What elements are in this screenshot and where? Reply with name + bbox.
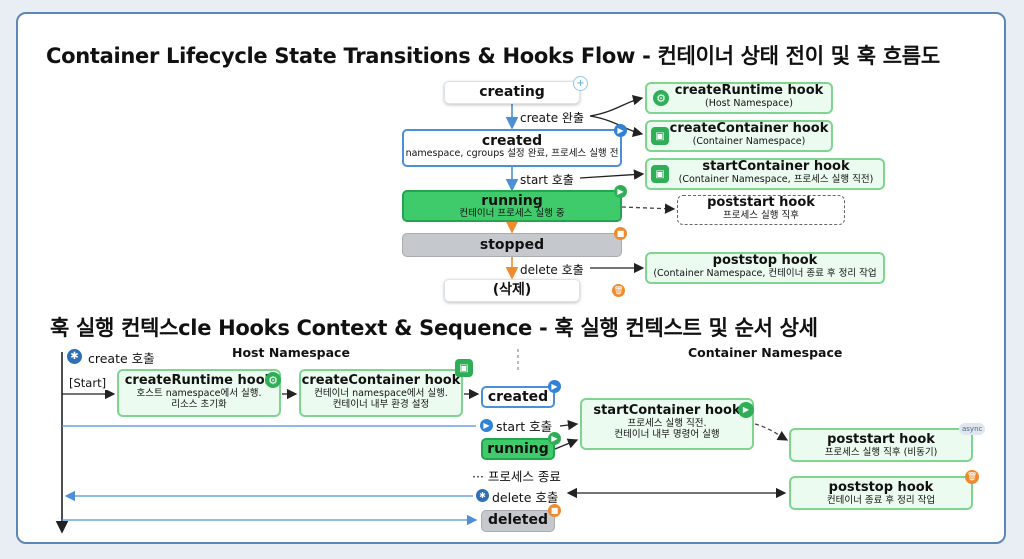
start-call-bottom-label: start 호출 <box>494 416 555 435</box>
host-namespace-header: Host Namespace <box>232 345 350 360</box>
hook-createContainer[interactable]: createContainer hook (Container Namespac… <box>645 120 833 152</box>
state-creating-label: creating <box>479 84 545 100</box>
hook-startContainer[interactable]: startContainer hook (Container Namespace… <box>645 158 885 190</box>
arrow-running-startContainer <box>554 438 579 450</box>
hook-createContainer-detail[interactable]: createContainer hook 컨테이너 namespace에서 실행… <box>299 369 463 417</box>
state-stopped[interactable]: stopped <box>402 233 622 257</box>
state-created-bottom-label: created <box>487 389 549 405</box>
play-icon: ▶ <box>614 185 627 198</box>
hook-startContainer-sub: (Container Namespace, 프로세스 실행 직전) <box>678 173 874 185</box>
state-running-bottom[interactable]: running <box>481 438 555 460</box>
delete-call-bottom-label: delete 호출 <box>490 487 561 506</box>
state-running-label: running <box>481 193 543 209</box>
state-deleted-bottom-label: deleted <box>487 512 549 528</box>
arrow-to-createRuntime <box>589 95 644 117</box>
hook-startContainer-detail-sub1: 프로세스 실행 직전. <box>627 417 707 429</box>
arrow-to-startContainer <box>579 169 645 180</box>
arrow-to-poststart <box>621 203 676 214</box>
gear-icon: ⚙ <box>265 372 281 388</box>
gear-icon: ✱ <box>476 489 489 502</box>
state-creating[interactable]: creating <box>444 81 580 104</box>
trash-icon: 🗑 <box>612 284 625 297</box>
transition-start-label: start 호출 <box>518 171 576 188</box>
start-tag: [Start] <box>67 376 109 390</box>
container-namespace-header: Container Namespace <box>688 345 843 360</box>
stop-icon: ■ <box>614 227 627 240</box>
hook-startContainer-detail-sub2: 컨테이너 내부 명령어 실행 <box>614 428 720 440</box>
state-running-bottom-label: running <box>487 441 549 457</box>
state-stopped-label: stopped <box>479 237 545 253</box>
hook-createRuntime-detail-name: createRuntime hook <box>124 373 274 388</box>
arrow-to-poststart-bottom <box>754 423 789 441</box>
hook-createRuntime-detail[interactable]: createRuntime hook 호스트 namespace에서 실행. 리… <box>117 369 281 417</box>
hook-poststart-detail-name: poststart hook <box>827 432 935 447</box>
state-running-sub: 컨테이너 프로세스 실행 중 <box>459 208 565 220</box>
async-badge: async <box>959 423 986 435</box>
hook-createContainer-detail-sub2: 컨테이너 내부 환경 설정 <box>332 398 430 410</box>
create-call-label: create 호출 <box>86 348 157 367</box>
transition-create-label: create 완출 <box>518 109 586 126</box>
hook-startContainer-detail[interactable]: startContainer hook 프로세스 실행 직전. 컨테이너 내부 … <box>580 398 754 450</box>
gear-icon: ⚙ <box>653 90 669 106</box>
hook-poststop-sub: (Container Namespace, 컨테이너 종료 후 정리 작업 <box>653 267 877 279</box>
state-deleted-bottom[interactable]: deleted <box>481 510 555 532</box>
hook-poststart-detail-sub: 프로세스 실행 직후 (비동기) <box>824 446 938 458</box>
play-icon: ▶ <box>548 380 561 393</box>
hook-startContainer-name: startContainer hook <box>702 159 850 174</box>
hook-poststop-detail-sub: 컨테이너 종료 후 정리 작업 <box>826 494 936 506</box>
hook-createRuntime-detail-sub1: 호스트 namespace에서 실행. <box>136 387 262 399</box>
hook-poststop-detail-name: poststop hook <box>828 480 934 495</box>
hook-createContainer-detail-sub1: 컨테이너 namespace에서 실행. <box>314 387 448 399</box>
hook-poststop-detail[interactable]: poststop hook 컨테이너 종료 후 정리 작업 <box>789 476 973 510</box>
state-deleted[interactable]: (삭제) <box>444 279 580 302</box>
hook-createRuntime[interactable]: createRuntime hook (Host Namespace) <box>645 82 833 114</box>
plus-icon: + <box>573 76 588 91</box>
hook-createRuntime-name: createRuntime hook <box>674 83 824 98</box>
hook-poststop-name: poststop hook <box>712 253 818 268</box>
gear-icon: ✱ <box>67 349 82 364</box>
state-deleted-label: (삭제) <box>492 282 532 298</box>
state-created-label: created <box>481 133 543 149</box>
stop-icon: ■ <box>548 504 561 517</box>
hook-startContainer-detail-name: startContainer hook <box>593 403 741 418</box>
container-cube-icon: ▣ <box>651 165 669 183</box>
play-icon: ▶ <box>738 402 754 418</box>
arrow-to-startContainer-bottom <box>559 419 579 431</box>
state-created-bottom[interactable]: created <box>481 386 555 408</box>
state-created[interactable]: created namespace, cgroups 설정 완료, 프로세스 실… <box>402 129 622 167</box>
transition-delete-label: delete 호출 <box>518 261 586 278</box>
play-icon: ▶ <box>480 419 493 432</box>
hook-poststart[interactable]: poststart hook 프로세스 실행 직후 <box>677 195 845 225</box>
hook-poststart-name: poststart hook <box>707 195 815 210</box>
state-created-sub: namespace, cgroups 설정 완료, 프로세스 실행 전 <box>405 148 619 160</box>
hook-createRuntime-sub: (Host Namespace) <box>705 97 793 109</box>
container-cube-icon: ▣ <box>455 359 473 377</box>
hook-poststart-detail[interactable]: poststart hook 프로세스 실행 직후 (비동기) <box>789 428 973 462</box>
process-end-label: ··· 프로세스 종료 <box>470 466 563 485</box>
page-title: Container Lifecycle State Transitions & … <box>46 44 940 68</box>
play-icon: ▶ <box>548 432 561 445</box>
hook-poststop[interactable]: poststop hook (Container Namespace, 컨테이너… <box>645 252 885 284</box>
container-cube-icon: ▣ <box>651 127 669 145</box>
section-title: 훅 실행 컨텍스cle Hooks Context & Sequence - 훅… <box>50 316 818 340</box>
hook-createContainer-name: createContainer hook <box>669 121 829 136</box>
hook-createContainer-detail-name: createContainer hook <box>301 373 461 388</box>
play-icon: ▶ <box>614 124 627 137</box>
trash-icon: 🗑 <box>965 470 979 484</box>
state-running[interactable]: running 컨테이너 프로세스 실행 중 <box>402 190 622 222</box>
hook-poststart-sub: 프로세스 실행 직후 <box>723 209 799 221</box>
hook-createRuntime-detail-sub2: 리소스 초기화 <box>171 398 227 410</box>
hook-createContainer-sub: (Container Namespace) <box>692 135 806 147</box>
